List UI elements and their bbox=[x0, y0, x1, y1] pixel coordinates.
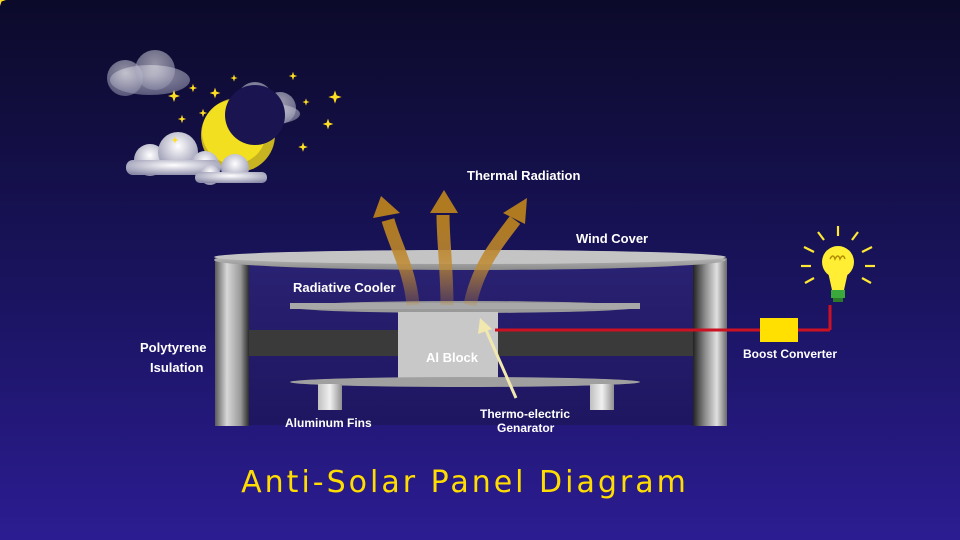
moon-icon bbox=[201, 85, 285, 172]
polystyrene-wall-left bbox=[215, 258, 249, 426]
arrow-left bbox=[381, 218, 420, 306]
cloud-icon bbox=[195, 154, 267, 185]
boost-converter-box bbox=[760, 318, 798, 342]
diagram-title: Anti-Solar Panel Diagram bbox=[241, 465, 689, 500]
label-polystyrene-2: Isulation bbox=[150, 360, 204, 375]
teg-pointer-arrow bbox=[478, 318, 518, 399]
label-boost-converter: Boost Converter bbox=[743, 347, 837, 361]
anti-solar-panel bbox=[214, 250, 727, 426]
label-wind-cover: Wind Cover bbox=[576, 231, 648, 246]
label-thermo-1: Thermo-electric bbox=[480, 407, 570, 421]
label-thermal-radiation: Thermal Radiation bbox=[467, 168, 580, 183]
label-al-block: Al Block bbox=[426, 350, 479, 365]
bottom-plate bbox=[290, 377, 640, 387]
label-aluminum-fins: Aluminum Fins bbox=[285, 416, 372, 430]
label-polystyrene-1: Polytyrene bbox=[140, 340, 206, 355]
night-sky-icon bbox=[0, 0, 342, 185]
label-thermo-2: Genarator bbox=[497, 421, 555, 435]
arrow-middle bbox=[436, 214, 454, 306]
label-radiative-cooler: Radiative Cooler bbox=[293, 280, 396, 295]
thermal-radiation-arrows bbox=[381, 214, 521, 307]
polystyrene-wall-right bbox=[693, 258, 727, 426]
aluminum-fins bbox=[318, 384, 614, 410]
light-bulb-icon bbox=[801, 226, 875, 302]
cloud-icon bbox=[107, 50, 190, 96]
star-icon bbox=[0, 0, 342, 152]
arrow-right bbox=[463, 216, 521, 307]
arrow-heads bbox=[373, 190, 527, 224]
